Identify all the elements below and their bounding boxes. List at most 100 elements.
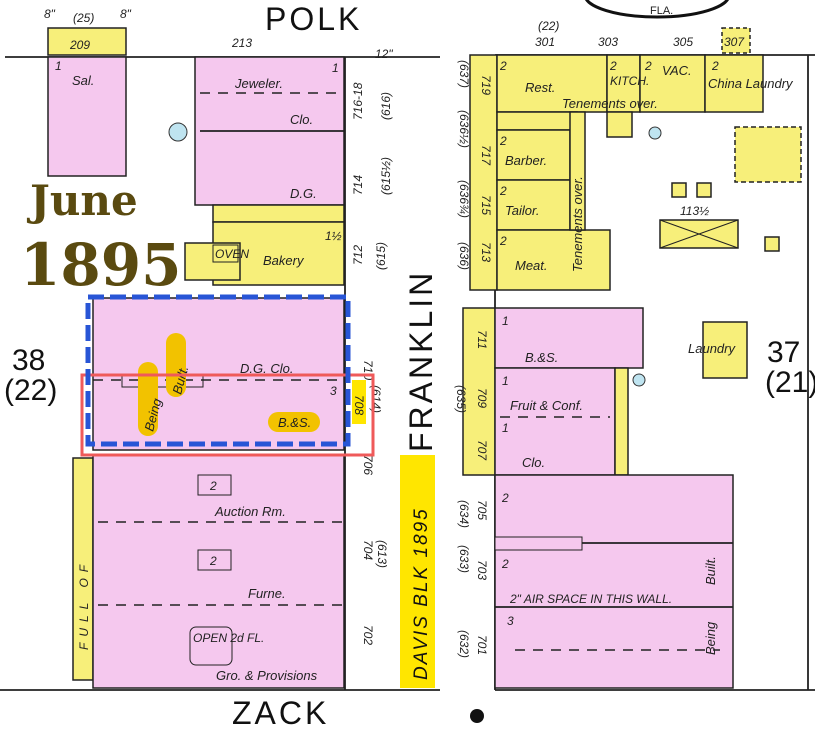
svg-text:(635): (635) [454,385,468,413]
svg-text:707: 707 [475,440,489,461]
svg-text:(636): (636) [457,242,471,270]
svg-text:704: 704 [361,540,375,560]
outbuildings: 113½ [659,126,802,252]
svg-text:(22): (22) [538,19,559,33]
svg-text:Furne.: Furne. [248,586,286,601]
svg-text:3: 3 [330,384,337,398]
svg-text:Tenements over.: Tenements over. [570,176,585,272]
hydrant-icon [168,122,188,142]
svg-text:209: 209 [69,38,90,52]
svg-text:Built.: Built. [169,364,191,396]
svg-text:B.&S.: B.&S. [278,415,311,430]
sheet-label: FLA. [650,5,673,17]
svg-text:113½: 113½ [680,204,709,218]
svg-text:FULL OF: FULL OF [77,559,91,650]
svg-text:Tailor.: Tailor. [505,203,539,218]
block-number-right: 37 [767,336,800,369]
svg-text:D.G.: D.G. [290,186,317,201]
svg-text:719: 719 [479,75,493,95]
svg-text:307: 307 [724,35,745,49]
svg-text:703: 703 [475,560,489,580]
date-year: 1895 [20,231,181,299]
svg-text:713: 713 [479,242,493,262]
svg-text:(636¾): (636¾) [457,180,471,218]
svg-text:(634): (634) [457,500,471,528]
svg-text:2: 2 [501,491,509,505]
hydrant-icon [648,126,662,140]
svg-text:Tenements over.: Tenements over. [562,96,658,111]
street-franklin: FRANKLIN [403,270,439,452]
svg-text:Barber.: Barber. [505,153,547,168]
svg-text:Auction Rm.: Auction Rm. [214,504,286,519]
lot-209: 209 (25) 8" 8" [44,7,132,56]
svg-text:2" AIR SPACE IN THIS WALL.: 2" AIR SPACE IN THIS WALL. [509,592,672,606]
svg-text:714: 714 [351,175,365,195]
svg-text:705: 705 [475,500,489,520]
svg-text:OPEN 2d FL.: OPEN 2d FL. [193,631,264,645]
street-zack: ZACK [232,695,329,730]
svg-text:(636½): (636½) [457,110,471,148]
svg-text:KITCH.: KITCH. [610,74,649,88]
svg-text:2: 2 [499,234,507,248]
auction-building: FULL OF 2 2 Auction Rm. Furne. Gro. & Pr… [72,454,389,689]
svg-text:715: 715 [479,195,493,215]
svg-text:Fruit & Conf.: Fruit & Conf. [510,398,583,413]
svg-text:(615½): (615½) [379,157,393,195]
svg-text:Clo.: Clo. [522,455,545,470]
svg-text:(633): (633) [457,545,471,573]
svg-text:1: 1 [332,61,339,75]
hydrant-icon [632,373,646,387]
svg-text:2: 2 [209,479,217,493]
street-polk: POLK [265,1,362,37]
date-month: June [26,176,138,225]
svg-text:3: 3 [507,614,514,628]
svg-text:Meat.: Meat. [515,258,548,273]
svg-text:12": 12" [375,47,393,61]
block-number-left: 38 [12,344,45,377]
svg-text:China Laundry: China Laundry [708,76,794,91]
svg-text:(613): (613) [375,540,389,568]
svg-text:B.&S.: B.&S. [525,350,558,365]
svg-text:Laundry: Laundry [688,341,736,356]
svg-text:711: 711 [475,330,489,349]
svg-text:Sal.: Sal. [72,73,94,88]
marker-dot [470,709,484,723]
svg-text:2: 2 [501,557,509,571]
svg-text:1: 1 [502,314,509,328]
svg-text:712: 712 [351,245,365,265]
svg-text:706: 706 [361,455,375,475]
svg-text:303: 303 [598,35,618,49]
svg-text:2: 2 [711,59,719,73]
svg-text:2: 2 [209,554,217,568]
svg-text:717: 717 [479,145,493,166]
svg-text:2: 2 [499,59,507,73]
svg-text:305: 305 [673,35,693,49]
svg-text:(616): (616) [379,92,393,120]
saloon-building: Sal. 1 [47,56,127,177]
svg-text:1½: 1½ [325,229,342,243]
top-addresses: (22) 301 303 305 307 [535,19,751,54]
svg-text:VAC.: VAC. [662,63,692,78]
svg-text:Rest.: Rest. [525,80,555,95]
svg-text:(614): (614) [369,385,383,413]
svg-text:8": 8" [120,7,132,21]
svg-text:2: 2 [499,184,507,198]
svg-text:(632): (632) [457,630,471,658]
svg-text:1: 1 [502,374,509,388]
svg-text:709: 709 [475,388,489,408]
svg-text:Bakery: Bakery [263,253,305,268]
svg-text:1: 1 [502,421,509,435]
svg-text:Clo.: Clo. [290,112,313,127]
svg-text:OVEN: OVEN [215,247,249,261]
block-old-number-left: (22) [4,374,57,407]
bakery-building: OVEN Bakery 1½ 712 (615) [184,204,388,286]
block-old-number-right: (21) [765,366,815,399]
svg-text:301: 301 [535,35,555,49]
svg-text:708: 708 [352,395,366,415]
davis-block-label: DAVIS BLK 1895 [400,455,435,688]
address-213: 213 [231,36,252,50]
svg-text:8": 8" [44,7,56,21]
blue-highlight-box [85,294,351,447]
svg-text:D.G. Clo.: D.G. Clo. [240,361,293,376]
